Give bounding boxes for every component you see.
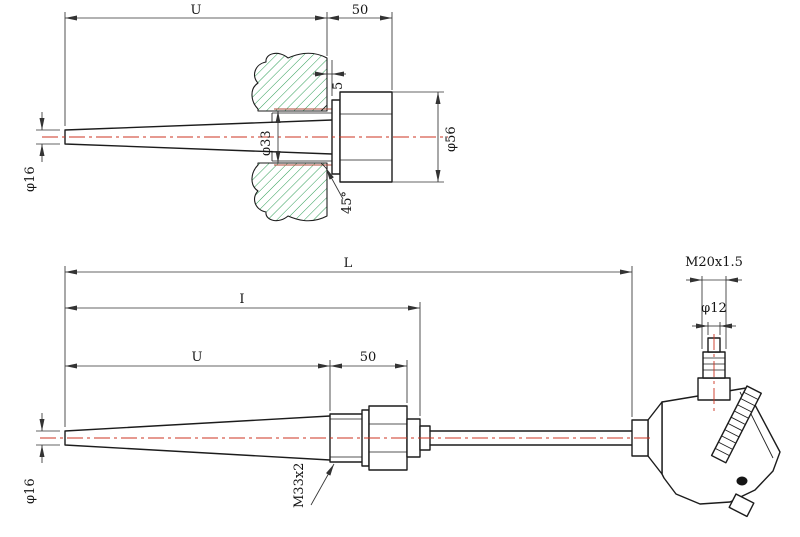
thread-engagement-lines <box>274 108 332 166</box>
leader-45deg <box>325 167 344 200</box>
label-L: L <box>344 256 353 271</box>
label-l: I <box>239 292 244 307</box>
thread-m33-minor-lines <box>330 418 362 458</box>
wall-section-upper <box>251 52 328 112</box>
label-5: 5 <box>331 82 346 90</box>
cable-entry-stub <box>728 493 755 518</box>
head-neck-cone <box>647 401 663 475</box>
extension-lines-top <box>36 12 444 183</box>
label-u-top: U <box>191 3 202 18</box>
label-u-bottom: U <box>192 350 203 365</box>
wall-section-lower <box>251 162 328 222</box>
dimensions-bottom-view: L I U 50 M20x1.5 φ12 M33x2 φ16 <box>23 255 743 508</box>
knurl-ribs <box>715 391 759 457</box>
label-phi56: φ56 <box>444 126 459 152</box>
hex-nut-flats <box>369 423 407 453</box>
label-m20: M20x1.5 <box>685 255 743 270</box>
view-thermocouple-assembly: L I U 50 M20x1.5 φ12 M33x2 φ16 <box>23 255 781 518</box>
label-phi16-bottom: φ16 <box>23 478 38 504</box>
label-phi16-top: φ16 <box>23 166 38 192</box>
hex-flat-lines <box>340 113 392 161</box>
probe-outline <box>64 415 331 461</box>
cable-entry-hole <box>736 476 748 486</box>
label-50-top: 50 <box>352 3 369 18</box>
label-phi12: φ12 <box>701 301 727 316</box>
label-45deg: 45° <box>340 191 355 214</box>
view-thermowell-mounting: U 50 5 φ33 φ56 φ16 45° <box>23 3 459 222</box>
leader-m33 <box>310 463 335 506</box>
thread-shank-outline <box>271 112 332 162</box>
label-m33: M33x2 <box>292 463 307 508</box>
knurl-band <box>710 385 762 464</box>
label-phi33: φ33 <box>259 130 274 156</box>
cable-entry-bushing <box>728 493 755 518</box>
head-knurled-cap <box>710 385 762 464</box>
extension-lines-bottom <box>36 266 727 446</box>
label-50-bottom: 50 <box>360 350 377 365</box>
extension-tube <box>429 430 633 446</box>
dimensions-top-view: U 50 5 φ33 φ56 φ16 45° <box>23 3 459 214</box>
